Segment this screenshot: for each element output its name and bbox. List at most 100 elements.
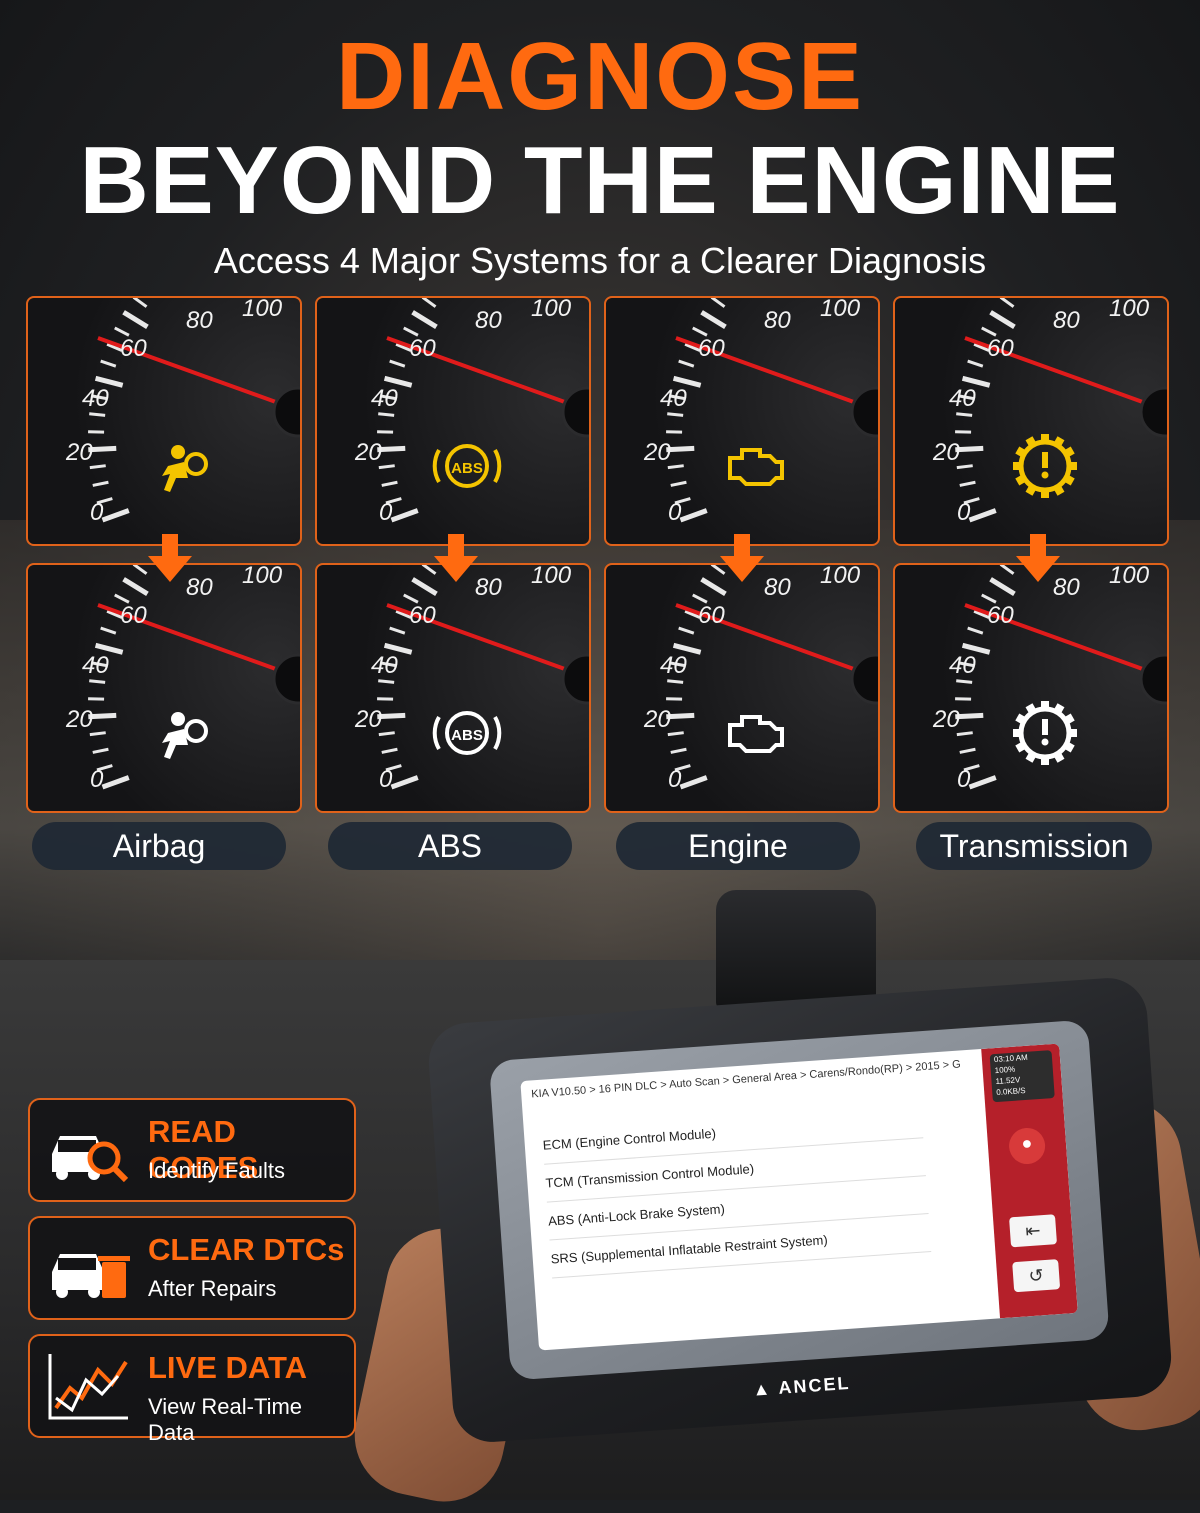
system-label-engine: Engine (616, 822, 860, 870)
gauge-tick-label: 80 (764, 307, 791, 334)
airbag-icon (162, 712, 206, 759)
cleared-gauge-panel-abs: 0 20 40 60 80 100 ABS (315, 563, 591, 813)
down-arrow-icon (1016, 556, 1060, 582)
system-label-abs: ABS (328, 822, 572, 870)
down-arrow-icon (720, 556, 764, 582)
gauge-tick-label: 20 (643, 706, 671, 733)
gauge-tick-label: 100 (820, 298, 861, 322)
airbag-icon (162, 445, 206, 492)
gauge-dial: 0 20 40 60 80 100 (606, 565, 878, 811)
gauge-tick-label: 0 (957, 499, 971, 526)
gauge-tick-label: 40 (949, 652, 976, 679)
gauge-tick-label: 60 (120, 335, 147, 362)
gauge-tick-label: 0 (90, 766, 104, 793)
feature-title: LIVE DATA (148, 1350, 307, 1386)
gauge-tick-label: 100 (820, 565, 861, 589)
status-panel: 03:10 AM 100% 11.52V 0.0KB/S (990, 1050, 1055, 1102)
gauge-tick-label: 40 (82, 652, 109, 679)
brand-name: ANCEL (778, 1373, 851, 1398)
engine-icon (730, 717, 782, 751)
headline-beyond-engine: BEYOND THE ENGINE (0, 126, 1200, 236)
gauge-tick-label: 100 (1109, 565, 1150, 589)
gauge-tick-label: 60 (409, 602, 436, 629)
gauge-tick-label: 0 (668, 766, 682, 793)
gauge-tick-label: 20 (65, 439, 93, 466)
warning-gauge-panel-airbag: 0 20 40 60 80 100 (26, 296, 302, 546)
gauge-dial: 0 20 40 60 80 100 (28, 298, 300, 544)
gauge-tick-label: 20 (65, 706, 93, 733)
ancel-scanner: KIA V10.50 > 16 PIN DLC > Auto Scan > Ge… (426, 975, 1174, 1444)
gauge-dial: 0 20 40 60 80 100 ABS (317, 565, 589, 811)
gauge-tick-label: 60 (120, 602, 147, 629)
gauge-tick-label: 100 (242, 565, 283, 589)
gauge-tick-label: 0 (957, 766, 971, 793)
live-data-chart-icon (46, 1350, 132, 1422)
gauge-tick-label: 20 (643, 439, 671, 466)
car-search-icon (46, 1114, 132, 1186)
transmission-icon (1013, 701, 1077, 765)
car-trash-icon (46, 1232, 132, 1304)
feature-card-read-codes: READ CODES Identify Faults (28, 1098, 356, 1202)
gauge-tick-label: 0 (668, 499, 682, 526)
gauge-tick-label: 100 (531, 298, 572, 322)
gauge-tick-label: 20 (354, 706, 382, 733)
back-button[interactable]: ↺ (1012, 1259, 1060, 1292)
engine-icon (730, 450, 782, 484)
feature-card-live-data: LIVE DATA View Real-Time Data (28, 1334, 356, 1438)
gauge-tick-label: 40 (371, 385, 398, 412)
gauge-tick-label: 20 (354, 439, 382, 466)
down-arrow-icon (148, 556, 192, 582)
gauge-tick-label: 100 (1109, 298, 1150, 322)
headline-diagnose: DIAGNOSE (0, 22, 1200, 132)
gauge-tick-label: 20 (932, 706, 960, 733)
obd-connector (716, 890, 876, 1010)
gauge-tick-label: 40 (949, 385, 976, 412)
gauge-dial: 0 20 40 60 80 100 (895, 298, 1167, 544)
feature-subtitle: View Real-Time Data (148, 1394, 354, 1446)
abs-icon-label: ABS (451, 460, 483, 477)
gauge-tick-label: 40 (82, 385, 109, 412)
warning-gauge-panel-abs: 0 20 40 60 80 100 ABS (315, 296, 591, 546)
gauge-tick-label: 80 (475, 307, 502, 334)
gauge-tick-label: 40 (660, 652, 687, 679)
feature-subtitle: After Repairs (148, 1276, 276, 1302)
gauge-tick-label: 60 (987, 602, 1014, 629)
warning-gauge-panel-engine: 0 20 40 60 80 100 (604, 296, 880, 546)
gauge-dial: 0 20 40 60 80 100 (606, 298, 878, 544)
feature-subtitle: Identify Faults (148, 1158, 285, 1184)
gauge-tick-label: 100 (242, 298, 283, 322)
abs-icon-label: ABS (451, 727, 483, 744)
feature-card-clear-dtcs: CLEAR DTCs After Repairs (28, 1216, 356, 1320)
gauge-tick-label: 80 (475, 574, 502, 601)
warning-gauge-panel-transmission: 0 20 40 60 80 100 (893, 296, 1169, 546)
gauge-tick-label: 40 (371, 652, 398, 679)
cleared-gauge-panel-engine: 0 20 40 60 80 100 (604, 563, 880, 813)
gauge-tick-label: 100 (531, 565, 572, 589)
device-brand: ▲ ANCEL (752, 1373, 851, 1401)
transmission-icon (1013, 434, 1077, 498)
gauge-tick-label: 60 (698, 602, 725, 629)
system-label-airbag: Airbag (32, 822, 286, 870)
gauge-tick-label: 60 (698, 335, 725, 362)
gauge-tick-label: 60 (409, 335, 436, 362)
gauge-dial: 0 20 40 60 80 100 ABS (317, 298, 589, 544)
exit-button[interactable]: ⇤ (1009, 1214, 1057, 1247)
gauge-tick-label: 20 (932, 439, 960, 466)
gauge-tick-label: 0 (379, 499, 393, 526)
system-label-transmission: Transmission (916, 822, 1152, 870)
headline-subtitle: Access 4 Major Systems for a Clearer Dia… (0, 240, 1200, 282)
car-scan-icon[interactable]: ● (1008, 1127, 1046, 1165)
gauge-tick-label: 40 (660, 385, 687, 412)
gauge-tick-label: 0 (90, 499, 104, 526)
gauge-tick-label: 80 (186, 307, 213, 334)
gauge-tick-label: 0 (379, 766, 393, 793)
gauge-tick-label: 80 (764, 574, 791, 601)
down-arrow-icon (434, 556, 478, 582)
gauge-tick-label: 60 (987, 335, 1014, 362)
gauge-tick-label: 80 (1053, 307, 1080, 334)
device-screen: KIA V10.50 > 16 PIN DLC > Auto Scan > Ge… (520, 1044, 1078, 1351)
